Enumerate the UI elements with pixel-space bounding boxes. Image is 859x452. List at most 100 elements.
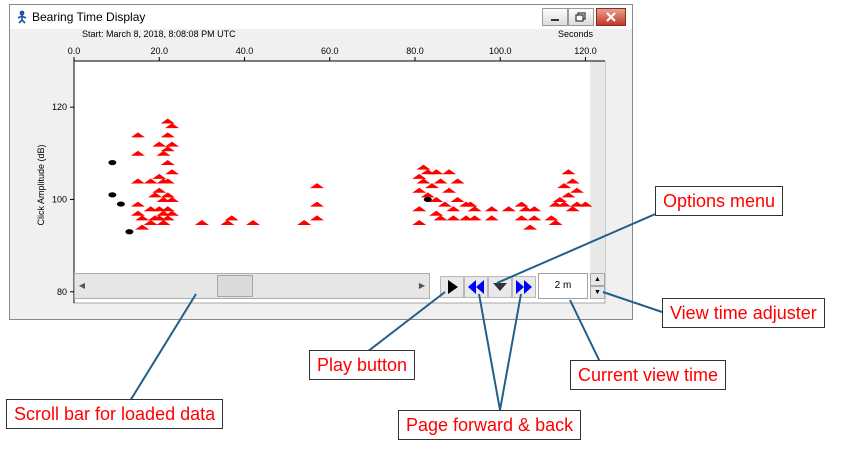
click-marker-red [160,118,175,124]
click-marker-red [160,160,175,166]
current-view-time-field[interactable]: 2 m [538,273,588,299]
options-menu-button[interactable] [488,276,512,298]
click-marker-red [501,206,516,212]
leader-scroll-bar [129,293,197,402]
play-button[interactable] [440,276,464,298]
click-marker-black [423,196,432,203]
click-marker-red [544,215,559,221]
click-marker-red [309,183,324,189]
scroll-bar-callout: Scroll bar for loaded data [6,399,224,429]
x-tick-label: 20.0 [150,46,168,56]
y-tick-label: 80 [57,287,67,297]
x-tick-label: 100.0 [489,46,512,56]
click-marker-red [165,123,180,129]
click-marker-red [514,215,529,221]
click-marker-red [450,196,465,202]
click-marker-red [527,215,542,221]
play-button-callout: Play button [309,350,416,380]
click-marker-red [143,220,158,226]
y-axis-ticks: 80 100 120 [52,102,74,297]
leader-page-back [478,293,501,411]
close-icon [606,12,616,22]
y-tick-label: 120 [52,102,67,112]
minimize-icon [551,19,559,21]
maximize-button[interactable] [568,8,594,26]
click-marker-red [160,192,175,198]
click-marker-red [152,141,167,147]
click-marker-red [130,178,145,184]
page-forward-button[interactable] [512,276,536,298]
click-marker-red [442,169,457,175]
click-marker-red [224,215,239,221]
click-marker-red [135,224,150,230]
page-back-button[interactable] [464,276,488,298]
click-marker-red [569,187,584,193]
y-tick-label: 100 [52,194,67,204]
click-marker-red [194,220,209,226]
click-marker-red [135,215,150,221]
click-marker-red [484,206,499,212]
click-marker-red [561,169,576,175]
click-marker-red [429,169,444,175]
click-marker-red [433,215,448,221]
leader-options-menu [496,211,661,284]
click-marker-red [147,192,162,198]
minimize-button[interactable] [542,8,568,26]
start-time-label: Start: March 8, 2018, 8:08:08 PM UTC [82,29,236,39]
click-marker-red [565,178,580,184]
click-marker-black [108,192,117,198]
close-button[interactable] [596,8,626,26]
click-marker-red [514,201,529,207]
click-marker-red [557,183,572,189]
click-marker-red [130,132,145,138]
click-marker-red [412,173,427,179]
click-marker-red [437,201,452,207]
x-axis-unit-label: Seconds [558,29,594,39]
options-dropdown-icon [493,283,507,291]
click-marker-red [160,178,175,184]
scroll-thumb[interactable] [217,275,253,297]
click-marker-red [309,215,324,221]
click-marker-red [416,178,431,184]
click-marker-red [442,187,457,193]
click-marker-red [416,164,431,170]
click-marker-red [412,220,427,226]
view-time-adjuster-callout: View time adjuster [662,298,825,328]
click-marker-red [425,183,440,189]
click-marker-red [130,150,145,156]
click-marker-red [160,132,175,138]
page-forward-back-callout: Page forward & back [398,410,582,440]
click-marker-red [160,215,175,221]
click-marker-red [527,206,542,212]
click-marker-red [165,196,180,202]
click-marker-red [548,220,563,226]
click-marker-red [484,215,499,221]
click-marker-red [156,150,171,156]
click-marker-red [420,192,435,198]
click-marker-red [412,206,427,212]
options-menu-callout: Options menu [655,186,784,216]
x-tick-label: 60.0 [321,46,339,56]
click-markers [108,118,593,235]
click-marker-red [578,201,593,207]
click-marker-red [152,187,167,193]
scroll-right-arrow-icon[interactable]: ▶ [415,274,429,298]
click-marker-red [557,201,572,207]
click-marker-red [309,201,324,207]
y-axis-label: Click Amplitude (dB) [36,144,46,225]
click-marker-red [429,210,444,216]
click-marker-red [165,210,180,216]
click-marker-red [433,178,448,184]
page-back-icon [468,280,484,294]
leader-view-time-adjuster [602,291,663,313]
leader-play-button [366,291,446,353]
title-bar[interactable]: Bearing Time Display [10,5,632,29]
spin-up-icon[interactable]: ▲ [590,273,605,286]
click-marker-red [297,220,312,226]
click-marker-red [552,196,567,202]
loaded-data-scrollbar[interactable]: ◀ ▶ [74,273,430,299]
click-marker-red [160,146,175,152]
scroll-left-arrow-icon[interactable]: ◀ [75,274,89,298]
